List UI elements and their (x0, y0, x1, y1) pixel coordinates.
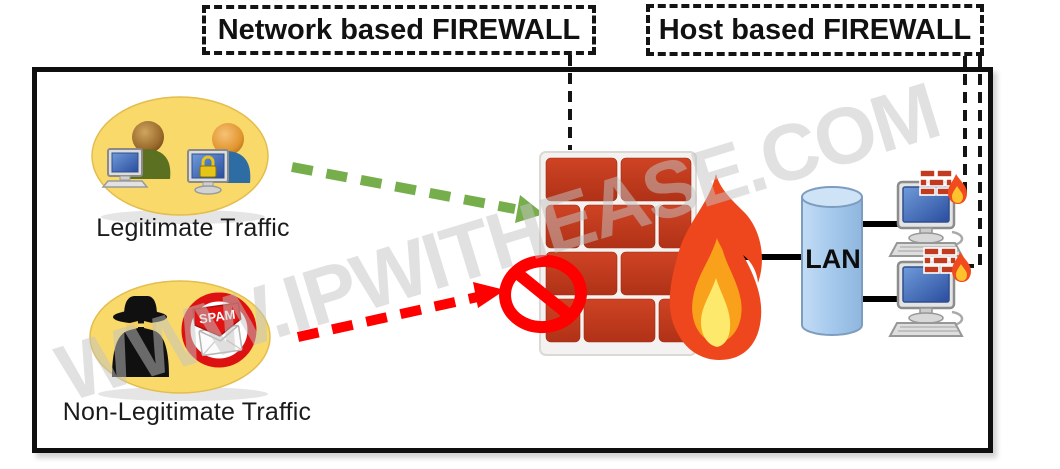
network-firewall-callout-label: Network based FIREWALL (217, 13, 581, 46)
lock-icon (199, 155, 217, 178)
legitimate-traffic-arrow (291, 162, 544, 223)
lan-label: LAN (805, 244, 861, 274)
network-firewall-callout: Network based FIREWALL (202, 5, 596, 55)
no-entry-icon (499, 254, 587, 334)
legitimate-traffic-label: Legitimate Traffic (96, 214, 290, 242)
spam-stamp-icon: SPAM (181, 292, 257, 368)
lan-cylinder: LAN (801, 186, 863, 336)
spam-stamp-label: SPAM (198, 307, 236, 327)
host-firewall-connector-1 (957, 56, 967, 195)
flame-icon (669, 174, 762, 360)
diagram-frame (32, 67, 993, 453)
legitimate-users-icon (91, 96, 269, 224)
host-firewall-callout-label: Host based FIREWALL (658, 13, 972, 46)
blocked-traffic-arrow (296, 282, 505, 342)
non-legitimate-traffic-label: Non-Legitimate Traffic (62, 398, 312, 426)
host-firewall-callout: Host based FIREWALL (646, 4, 984, 56)
